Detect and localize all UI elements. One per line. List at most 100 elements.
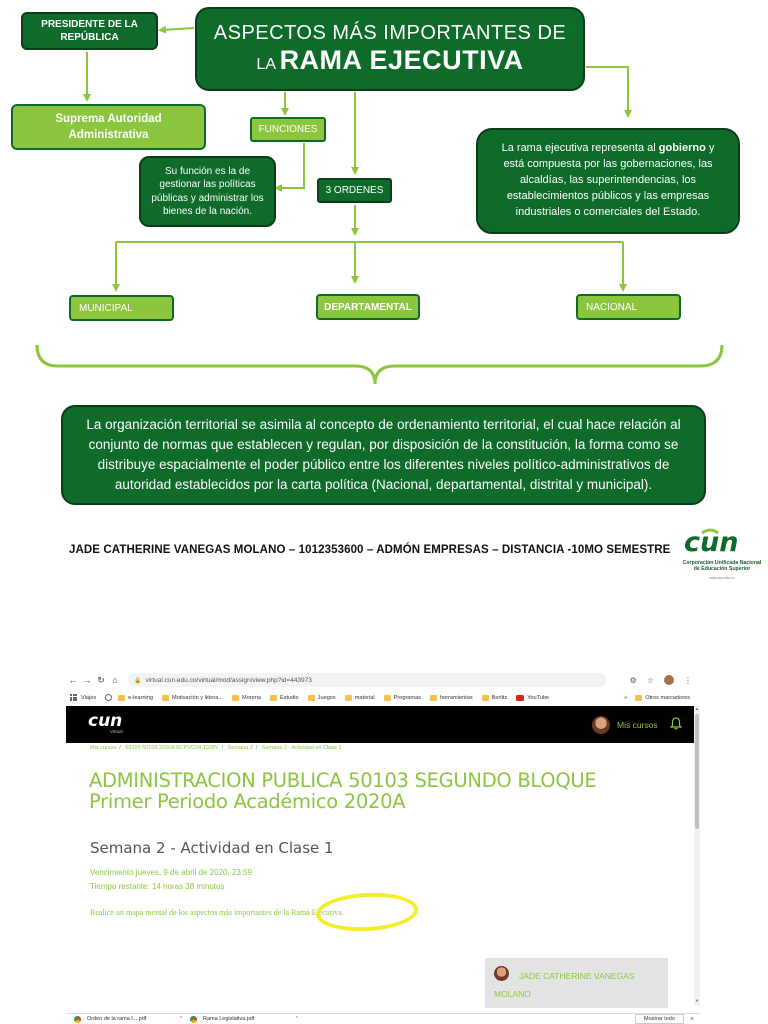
course-title: ADMINISTRACION PUBLICA 50103 SEGUNDO BLO… <box>89 770 597 814</box>
author-line: JADE CATHERINE VANEGAS MOLANO – 10123536… <box>69 544 671 556</box>
bookmark-motivacion[interactable]: Motivación y lidera... <box>162 694 224 701</box>
scrollbar-thumb[interactable] <box>695 714 699 829</box>
bookmark-label: Juegos <box>317 694 336 701</box>
bookmark-label: material <box>354 694 375 701</box>
scroll-down-icon[interactable]: ▼ <box>695 998 699 1003</box>
organizacion-territorial-box: La organización territorial se asimila a… <box>61 405 706 505</box>
bookmark-estudio[interactable]: Estudio <box>270 694 299 701</box>
url-text: virtual.cun.edu.co/virtual/mod/assign/vi… <box>145 676 312 684</box>
user-card-name: JADE CATHERINE VANEGAS MOLANO <box>494 971 635 1000</box>
activity-title: Semana 2 - Actividad en Clase 1 <box>90 839 334 857</box>
bookmarks-more-icon[interactable]: » <box>624 694 628 701</box>
chevron-up-icon[interactable]: ^ <box>179 1016 182 1022</box>
apps-grid-icon[interactable] <box>70 694 77 701</box>
bookmark-label: herramientas <box>439 694 473 701</box>
logo-caption-2: de Educación Superior <box>693 566 751 572</box>
bookmark-material[interactable]: material <box>344 694 375 701</box>
bookmark-elearning[interactable]: e-learning <box>118 694 154 701</box>
site-header: cun Virtual Mis cursos <box>66 706 694 743</box>
menu-dots-icon[interactable]: ⋮ <box>684 675 692 685</box>
bell-icon[interactable] <box>670 717 682 730</box>
bookmark-label: Morena <box>242 694 261 701</box>
download-filename: Rama Legislativa.pdf <box>203 1016 255 1022</box>
bookmark-juegos[interactable]: Juegos <box>307 694 336 701</box>
folder-icon <box>307 694 315 701</box>
user-card-avatar <box>494 966 509 981</box>
rama-text-1: La rama ejecutiva representa al <box>501 142 659 155</box>
globe-icon[interactable] <box>105 694 113 701</box>
url-field[interactable]: 🔒 virtual.cun.edu.co/virtual/mod/assign/… <box>128 673 606 687</box>
folder-icon <box>635 694 643 701</box>
presidente-box: PRESIDENTE DE LA REPÚBLICA <box>21 12 158 50</box>
forward-arrow-icon[interactable]: → <box>82 675 92 685</box>
folder-icon <box>162 694 170 701</box>
bookmark-programas[interactable]: Programas <box>383 694 421 701</box>
bookmark-viajes[interactable]: Viajes <box>81 695 96 701</box>
rama-text-2: y está compuesta por las gobernaciones, … <box>503 142 715 218</box>
due-date: Vencimiento jueves, 9 de abril de 2020, … <box>90 868 252 877</box>
reload-icon[interactable]: ↻ <box>97 674 105 685</box>
bookmark-berlitz[interactable]: Berlitz <box>481 694 507 701</box>
rama-ejecutiva-description: La rama ejecutiva representa al gobierno… <box>476 128 740 234</box>
page-scrollbar[interactable]: ▲ ▼ <box>694 706 700 1006</box>
scroll-up-icon[interactable]: ▲ <box>695 706 699 711</box>
bookmark-youtube[interactable]: YouTube <box>516 694 550 701</box>
mis-cursos-link[interactable]: Mis cursos <box>617 720 658 730</box>
folder-icon <box>232 694 240 701</box>
bookmark-label: Viajes <box>81 694 97 701</box>
youtube-icon <box>516 694 525 701</box>
chrome-file-icon <box>74 1015 81 1023</box>
course-page: Mis cursos/ 69195 50103 2020A 82 PVC04 1… <box>66 743 694 1008</box>
mindmap-title-line1: ASPECTOS MÁS IMPORTANTES DE <box>213 21 567 44</box>
bookmark-label: YouTube <box>527 694 550 701</box>
download-item[interactable]: Rama Legislativa.pdf ^ <box>190 1015 298 1023</box>
home-icon[interactable]: ⌂ <box>112 675 118 685</box>
mindmap-title-line2: LA RAMA EJECUTIVA <box>256 45 523 76</box>
lock-icon: 🔒 <box>134 677 142 684</box>
back-arrow-icon[interactable]: ← <box>68 675 78 685</box>
bookmark-label: e-learning <box>128 694 154 701</box>
departamental-box: DEPARTAMENTAL <box>316 294 420 320</box>
folder-icon <box>383 694 391 701</box>
other-bookmarks[interactable]: Otros marcadores <box>645 694 690 701</box>
rama-description-text: La rama ejecutiva representa al gobierno… <box>490 141 726 221</box>
time-remaining: Tiempo restante: 14 horas 38 minutos <box>90 882 225 891</box>
star-icon[interactable]: ☆ <box>646 675 654 685</box>
bookmark-label: Motivación y lidera... <box>172 694 224 701</box>
site-logo[interactable]: cun Virtual <box>88 711 128 734</box>
user-card[interactable]: JADE CATHERINE VANEGAS MOLANO <box>485 958 668 1008</box>
toolbar-right-icons: ⚙ ☆ ⋮ <box>630 675 700 685</box>
breadcrumb-item[interactable]: Mis cursos <box>90 745 117 751</box>
title-emphasis: RAMA EJECUTIVA <box>279 44 524 75</box>
rama-text-bold: gobierno <box>658 142 706 155</box>
cun-logo: cun Corporación Unificada Nacional de Ed… <box>680 528 764 586</box>
extension-icon[interactable]: ⚙ <box>629 675 637 685</box>
folder-icon <box>481 694 489 701</box>
suprema-autoridad-box: Suprema Autoridad Administrativa <box>11 104 206 150</box>
bookmark-label: Estudio <box>280 694 299 701</box>
ordenes-box: 3 ORDENES <box>317 178 392 203</box>
cun-wordmark: cun <box>684 528 738 558</box>
user-avatar[interactable] <box>592 716 610 734</box>
cun-site-logo-icon: cun <box>88 711 122 731</box>
mindmap-connectors <box>35 25 724 385</box>
download-item[interactable]: Orden de la rama l....pdf ^ <box>74 1015 182 1023</box>
show-all-button[interactable]: Mostrar todo <box>635 1014 684 1024</box>
breadcrumb-item[interactable]: Semana 2 <box>227 745 253 751</box>
site-logo-sub: Virtual <box>110 729 123 734</box>
site-logo-text: cun <box>88 711 122 729</box>
folder-icon <box>429 694 437 701</box>
breadcrumb-item[interactable]: Semana 2 - Actividad en Clase 1 <box>261 745 342 751</box>
breadcrumb-item[interactable]: 69195 50103 2020A 82 PVC04 1028V <box>125 745 219 751</box>
activity-instruction: Realice un mapa mental de los aspectos m… <box>90 908 344 917</box>
folder-icon <box>270 694 277 701</box>
profile-avatar[interactable] <box>664 675 674 685</box>
bookmark-herramientas[interactable]: herramientas <box>429 694 473 701</box>
logo-caption-1: Corporación Unificada Nacional <box>682 560 762 566</box>
course-title-line2: Primer Periodo Académico 2020A <box>89 790 406 814</box>
close-icon[interactable]: × <box>689 1015 694 1023</box>
download-filename: Orden de la rama l....pdf <box>87 1016 147 1022</box>
chevron-up-icon[interactable]: ^ <box>295 1016 298 1022</box>
bookmark-morena[interactable]: Morena <box>232 694 261 701</box>
bookmarks-bar: Viajes e-learning Motivación y lidera...… <box>66 689 700 706</box>
